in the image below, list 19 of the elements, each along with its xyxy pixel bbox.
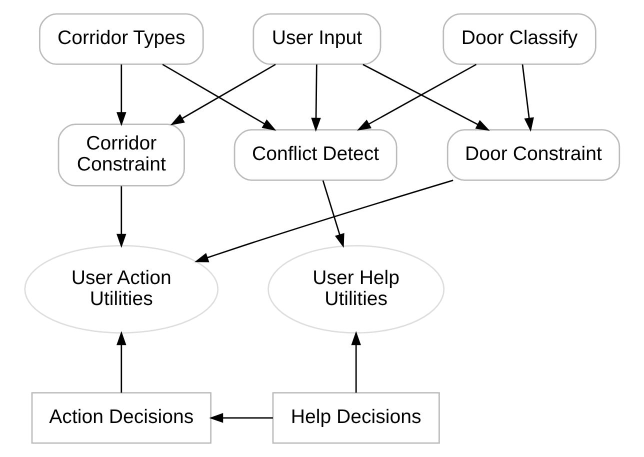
node-ellipse: User Help Utilities — [268, 244, 445, 334]
arrow — [322, 180, 344, 248]
arrow — [311, 64, 321, 132]
node-box: Conflict Detect — [234, 129, 398, 181]
node-box: Action Decisions — [31, 392, 212, 444]
node-box: Help Decisions — [272, 392, 440, 444]
node-box: User Input — [252, 13, 382, 65]
node-box: Door Constraint — [446, 129, 620, 181]
node-ellipse: User Action Utilities — [24, 244, 219, 334]
arrow — [116, 331, 126, 393]
node-box: Corridor Constraint — [58, 124, 185, 186]
arrow — [116, 64, 126, 126]
arrow — [116, 186, 126, 248]
arrow — [351, 331, 361, 393]
node-box: Corridor Types — [38, 13, 204, 65]
arrow — [194, 180, 454, 262]
node-box: Door Classify — [442, 13, 596, 65]
arrow — [209, 413, 273, 423]
arrow — [522, 64, 534, 132]
